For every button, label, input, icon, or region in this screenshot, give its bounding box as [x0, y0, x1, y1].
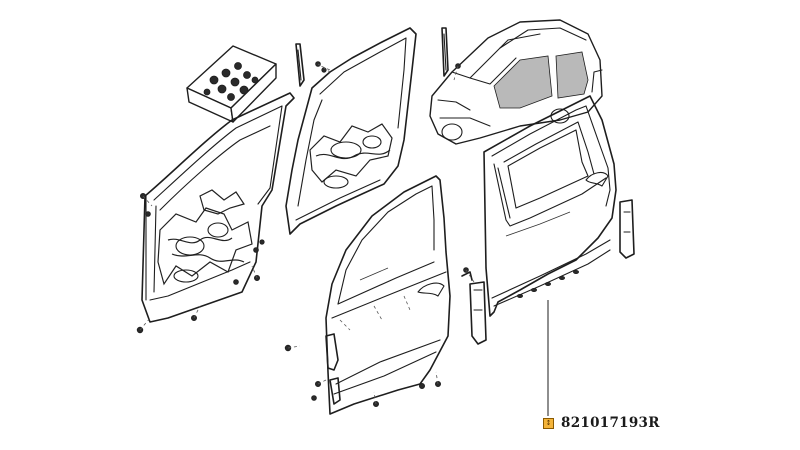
front-door-shell[interactable] [141, 92, 295, 323]
clip-kit-box[interactable] [186, 45, 277, 123]
rear-door-hinge-bar[interactable] [619, 199, 635, 259]
part-number: 821017193R [561, 415, 660, 431]
fastener-leaders [139, 63, 475, 405]
rear-door-shell[interactable] [285, 27, 417, 235]
rear-door-outer[interactable] [483, 95, 617, 317]
front-door-outer[interactable] [325, 175, 451, 415]
fasteners[interactable] [136, 61, 469, 407]
front-door-trim[interactable] [441, 27, 449, 77]
door-hinge-left[interactable] [325, 333, 341, 405]
part-callout[interactable]: ↕ 821017193R [543, 415, 660, 431]
door-check-strap[interactable] [461, 271, 487, 345]
front-door-seal[interactable] [295, 43, 305, 87]
vehicle-overview[interactable] [429, 19, 603, 145]
part-marker-icon: ↕ [543, 417, 554, 429]
